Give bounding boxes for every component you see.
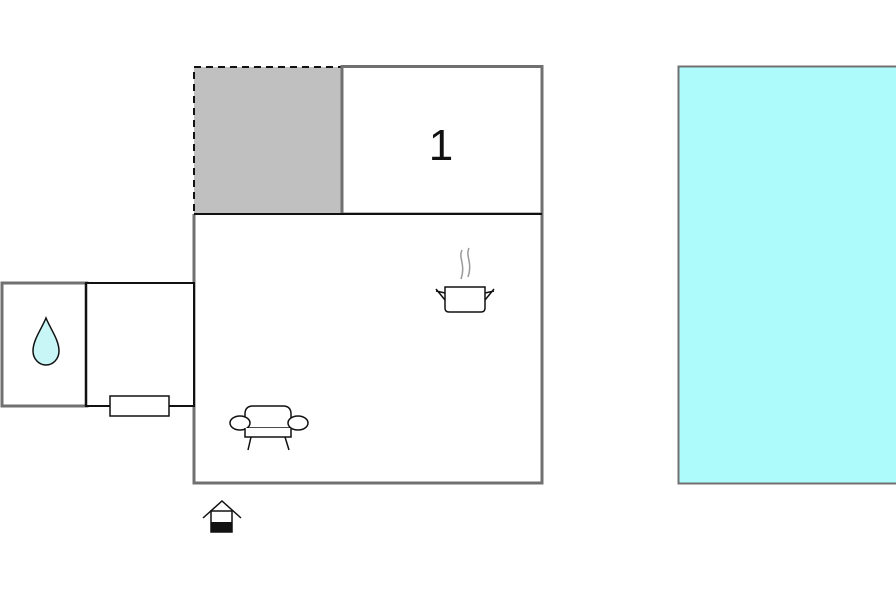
radiator-icon	[109, 395, 170, 417]
water-drop-icon	[32, 316, 60, 366]
living-kitchen-outer-wall	[192, 214, 544, 485]
bedroom	[340, 65, 544, 216]
bedroom-number: 1	[429, 121, 453, 170]
cooking-pot-icon	[435, 247, 495, 313]
terrace-dashed-outline	[193, 66, 342, 235]
pool	[677, 65, 896, 485]
covered-terrace	[194, 67, 342, 214]
hall	[85, 282, 195, 407]
sofa-icon	[229, 405, 309, 451]
entrance-icon	[202, 499, 242, 533]
